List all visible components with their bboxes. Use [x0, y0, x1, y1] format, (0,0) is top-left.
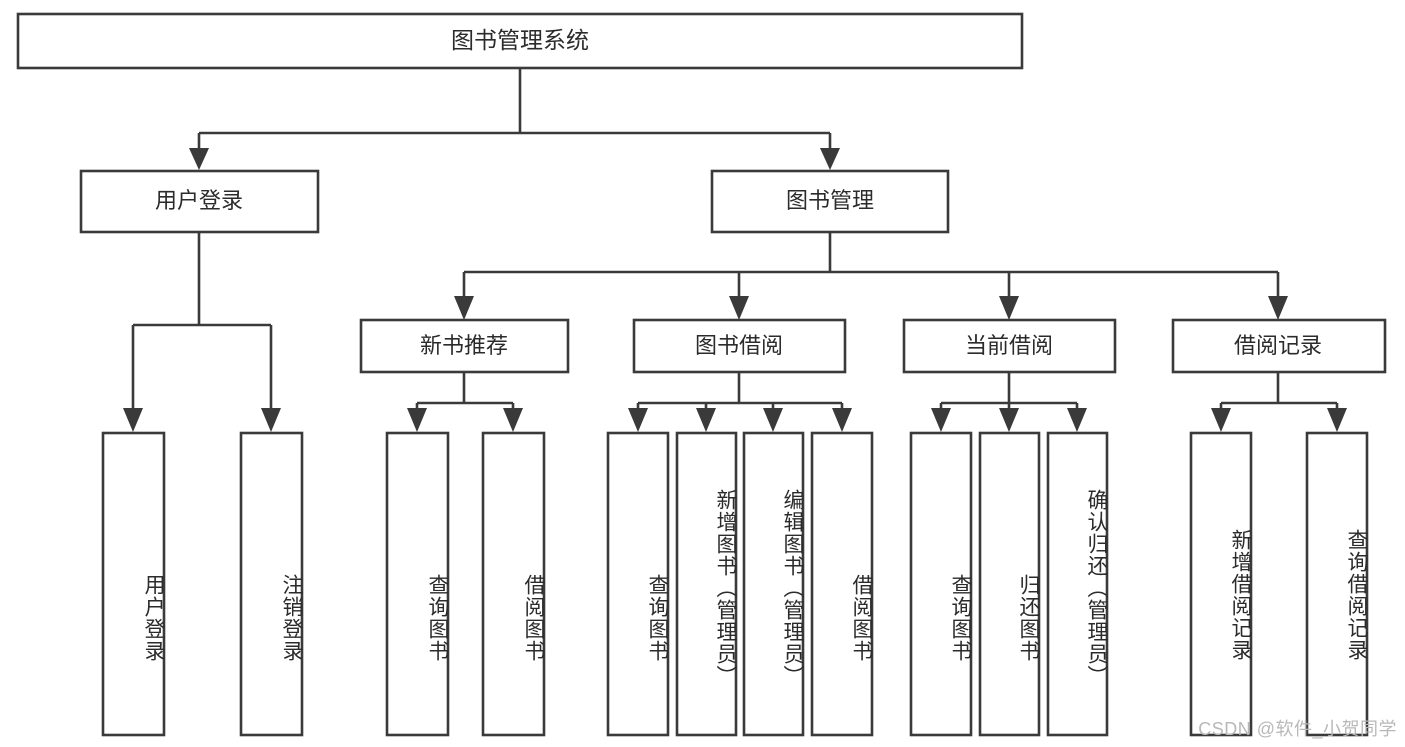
node-new-book-recommend-label: 新书推荐 [420, 333, 508, 358]
arrow-bb-leaf-borrow-book [832, 408, 852, 432]
arrow-borrow-record [1268, 296, 1288, 320]
node-borrow-record-box[interactable] [1171, 318, 1387, 374]
leaf-nb-borrow-book-box[interactable] [481, 431, 546, 737]
watermark: CSDN @软件_小贺同学 [1198, 719, 1397, 739]
arrow-cb-leaf-return-book [999, 408, 1019, 432]
arrow-bb-leaf-edit-book [763, 408, 783, 432]
leaf-cb-confirm-return-box[interactable] [1046, 431, 1109, 737]
node-borrow-record-label: 借阅记录 [1234, 333, 1322, 358]
node-root-box[interactable] [16, 12, 1024, 70]
node-book-borrow[interactable]: 图书借阅 [632, 318, 847, 374]
leaf-logout-box[interactable] [239, 431, 304, 737]
node-book-borrow-label: 图书借阅 [695, 333, 783, 358]
arrow-current-borrow [999, 296, 1019, 320]
node-root-label: 图书管理系统 [451, 27, 589, 53]
leaf-bb-edit-book-box[interactable] [742, 431, 805, 737]
arrow-book-manage [820, 148, 840, 170]
node-user-login-label: 用户登录 [155, 188, 243, 213]
arrow-br-leaf-query-record [1327, 408, 1347, 432]
arrow-leaf-logout [261, 408, 281, 432]
leaf-bb-query-book-box[interactable] [606, 431, 670, 737]
arrow-br-leaf-add-record [1211, 408, 1231, 432]
arrow-book-borrow [729, 296, 749, 320]
node-book-manage-box[interactable] [710, 169, 950, 234]
arrow-user-login [189, 148, 209, 170]
node-book-borrow-box[interactable] [632, 318, 847, 374]
node-book-manage-label: 图书管理 [786, 188, 874, 213]
node-new-book-recommend-box[interactable] [359, 318, 570, 374]
leaf-br-query-record-box[interactable] [1305, 431, 1369, 737]
node-root[interactable]: 图书管理系统 [16, 12, 1024, 70]
leaf-bb-borrow-book-box[interactable] [810, 431, 874, 737]
arrow-bb-leaf-query-book [628, 408, 648, 432]
leaf-br-add-record-box[interactable] [1189, 431, 1253, 737]
arrow-bb-leaf-add-book [696, 408, 716, 432]
node-book-manage[interactable]: 图书管理 [710, 169, 950, 234]
arrow-cb-leaf-query-book [931, 408, 951, 432]
leaf-bb-add-book-box[interactable] [675, 431, 738, 737]
leaf-nb-query-book-box[interactable] [385, 431, 450, 737]
node-current-borrow-box[interactable] [902, 318, 1117, 374]
arrow-nb-leaf-query-book [407, 408, 427, 432]
leaf-cb-return-book-box[interactable] [978, 431, 1041, 737]
node-user-login[interactable]: 用户登录 [79, 169, 320, 234]
arrow-nb-leaf-borrow-book [503, 408, 523, 432]
arrow-new-book-recommend [454, 296, 474, 320]
arrow-leaf-user-login [123, 408, 143, 432]
leaf-user-login-box[interactable] [101, 431, 166, 737]
arrow-cb-leaf-confirm-return [1067, 408, 1087, 432]
node-current-borrow[interactable]: 当前借阅 [902, 318, 1117, 374]
node-new-book-recommend[interactable]: 新书推荐 [359, 318, 570, 374]
node-borrow-record[interactable]: 借阅记录 [1171, 318, 1387, 374]
node-current-borrow-label: 当前借阅 [965, 333, 1053, 358]
leaf-cb-query-book-box[interactable] [909, 431, 973, 737]
